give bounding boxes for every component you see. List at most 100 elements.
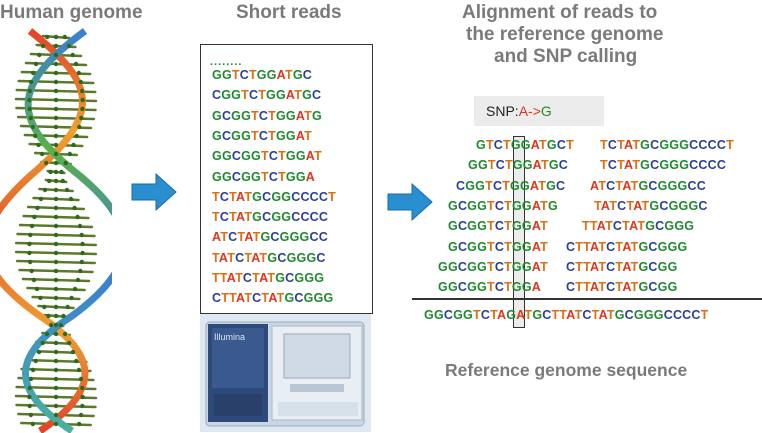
aligned-read: GCGGTCTGGATG (448, 198, 558, 213)
sequencer-instrument-image: Illumina (200, 314, 371, 432)
short-read: ATCTATGCGGGCC (212, 230, 328, 245)
atom-dot (39, 151, 45, 157)
atom-dot (28, 376, 34, 382)
atom-dot (71, 142, 76, 148)
short-read: TCTATGCGGCCCCT (212, 189, 336, 204)
atom-dot (53, 358, 59, 364)
atom-dot (59, 169, 64, 175)
short-read: GCGGTCTGGAT (212, 128, 312, 143)
aligned-read: CTTATCTATGCGG (566, 280, 678, 295)
atom-dot (53, 385, 59, 391)
atom-dot (33, 133, 38, 139)
snp-prefix: SNP: (486, 103, 519, 119)
atom-dot (44, 160, 49, 166)
atom-dot (53, 376, 59, 382)
snp-label: SNP:A->G (486, 103, 552, 119)
snp-arrow: -> (528, 103, 541, 119)
atom-dot (78, 376, 84, 382)
atom-dot (53, 232, 59, 238)
atom-dot (28, 79, 34, 85)
atom-dot (53, 187, 59, 193)
atom-dot (77, 223, 83, 229)
atom-dot (53, 142, 59, 148)
atom-dot (42, 187, 48, 193)
atom-dot (27, 394, 32, 400)
atom-dot (74, 358, 79, 364)
short-read: TATCTATGCGGGC (212, 250, 326, 265)
atom-dot (30, 367, 36, 373)
atom-dot (73, 61, 79, 67)
atom-dot (78, 79, 84, 85)
short-read: GCGGTCTGGATG (212, 108, 322, 123)
atom-dot (75, 214, 80, 220)
atom-dot (80, 241, 85, 247)
short-read: GGTCTGGATGC (212, 68, 312, 82)
aligned-read: CTTATCTATGCGGG (566, 239, 688, 254)
atom-dot (53, 79, 59, 85)
atom-dot (53, 88, 59, 94)
atom-dot (27, 106, 32, 112)
atom-dot (28, 412, 34, 418)
atom-dot (53, 43, 59, 49)
atom-dot (29, 268, 34, 274)
atom-dot (76, 367, 82, 373)
atom-dot (53, 223, 59, 229)
atom-dot (53, 394, 59, 400)
atom-dot (53, 313, 59, 319)
atom-dot (36, 142, 41, 148)
atom-dot (80, 97, 85, 103)
atom-dot (53, 412, 59, 418)
atom-dot (30, 421, 36, 427)
atom-dot (72, 205, 77, 211)
short-read: CTTATCTATGCGGG (212, 291, 334, 306)
atom-dot (53, 133, 59, 139)
atom-dot (31, 70, 36, 76)
atom-dot (33, 358, 38, 364)
reference-genome-caption: Reference genome sequence (445, 360, 688, 380)
aligned-read: GGCGGTCTGGAT (438, 259, 548, 274)
short-read: TCTATGCGGCCCC (212, 210, 329, 225)
atom-dot (80, 106, 85, 112)
atom-dot (53, 304, 59, 310)
atom-dot (33, 61, 39, 67)
aligned-read: ATCTATGCGGGCC (590, 178, 706, 193)
atom-dot (64, 187, 70, 193)
atom-dot (80, 385, 85, 391)
atom-dot (79, 259, 85, 265)
short-reads-box (200, 44, 373, 314)
atom-dot (76, 70, 81, 76)
atom-dot (80, 394, 85, 400)
atom-dot (68, 196, 74, 202)
atom-dot (53, 151, 59, 157)
atom-dot (46, 178, 52, 184)
dna-helix-image (0, 28, 112, 433)
atom-dot (48, 322, 54, 328)
atom-dot (53, 34, 59, 40)
atom-dot (80, 250, 85, 256)
atom-dot (27, 403, 32, 409)
aligned-read: GCGGTCTGGAT (448, 219, 548, 234)
atom-dot (42, 304, 47, 310)
atom-dot (65, 304, 70, 310)
atom-dot (34, 286, 40, 292)
atom-dot (53, 367, 59, 373)
atom-dot (53, 322, 59, 328)
atom-dot (79, 232, 84, 238)
aligned-read: GCGGTCTGGAT (448, 239, 548, 254)
atom-dot (53, 277, 59, 283)
atom-dot (27, 259, 33, 265)
atom-dot (53, 106, 59, 112)
atom-dot (53, 70, 59, 76)
atom-dot (69, 295, 74, 301)
atom-dot (53, 340, 59, 346)
atom-dot (53, 295, 59, 301)
atom-dot (28, 232, 33, 238)
alignment-heading-line2: the reference genome (466, 24, 664, 45)
reference-sequence: GGCGGTCTAGATGCTTATCTATGCGGGCCCCT (424, 308, 709, 322)
atom-dot (53, 214, 59, 220)
atom-dot (46, 313, 51, 319)
atom-dot (62, 34, 67, 40)
snp-alt-allele: G (540, 103, 552, 119)
atom-dot (66, 340, 72, 346)
atom-dot (70, 52, 75, 58)
